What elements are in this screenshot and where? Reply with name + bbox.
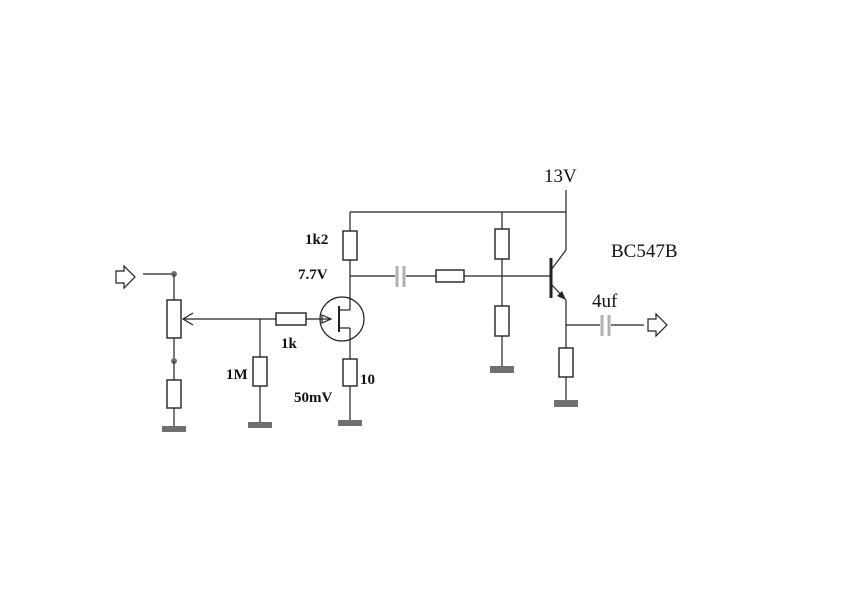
output-capacitor (600, 315, 611, 336)
source-resistor-label: 10 (360, 372, 375, 388)
ground-icon (338, 420, 362, 426)
emitter-resistor (558, 347, 574, 378)
drain-resistor (342, 230, 358, 261)
source-voltage-label: 50mV (294, 390, 332, 406)
gate-bias-resistor-label: 1M (226, 367, 248, 383)
transistor-part-label: BC547B (611, 241, 678, 262)
ground-icon (554, 400, 578, 407)
source-resistor (342, 358, 358, 387)
wiper-arrow-icon (181, 312, 276, 326)
gate-series-resistor-label: 1k (281, 336, 298, 352)
jfet-transistor (319, 296, 365, 342)
coupling-capacitor (395, 266, 406, 287)
supply-voltage-label: 13V (544, 166, 577, 187)
ground-icon (162, 426, 186, 432)
input-arrow-icon (115, 264, 136, 290)
drain-voltage-label: 7.7V (298, 267, 328, 283)
bias-upper-resistor (494, 228, 510, 260)
ground-icon (248, 422, 272, 428)
drain-resistor-label: 1k2 (305, 232, 328, 248)
output-cap-label: 4uf (592, 291, 618, 312)
potentiometer (166, 299, 182, 339)
gate-series-resistor (275, 312, 307, 326)
bias-lower-resistor (494, 305, 510, 337)
ground-icon (490, 366, 514, 373)
bjt-transistor (549, 249, 567, 301)
base-series-resistor (435, 269, 465, 283)
gate-bias-resistor (252, 356, 268, 387)
pot-lower-resistor (166, 379, 182, 409)
output-arrow-icon (647, 312, 668, 338)
